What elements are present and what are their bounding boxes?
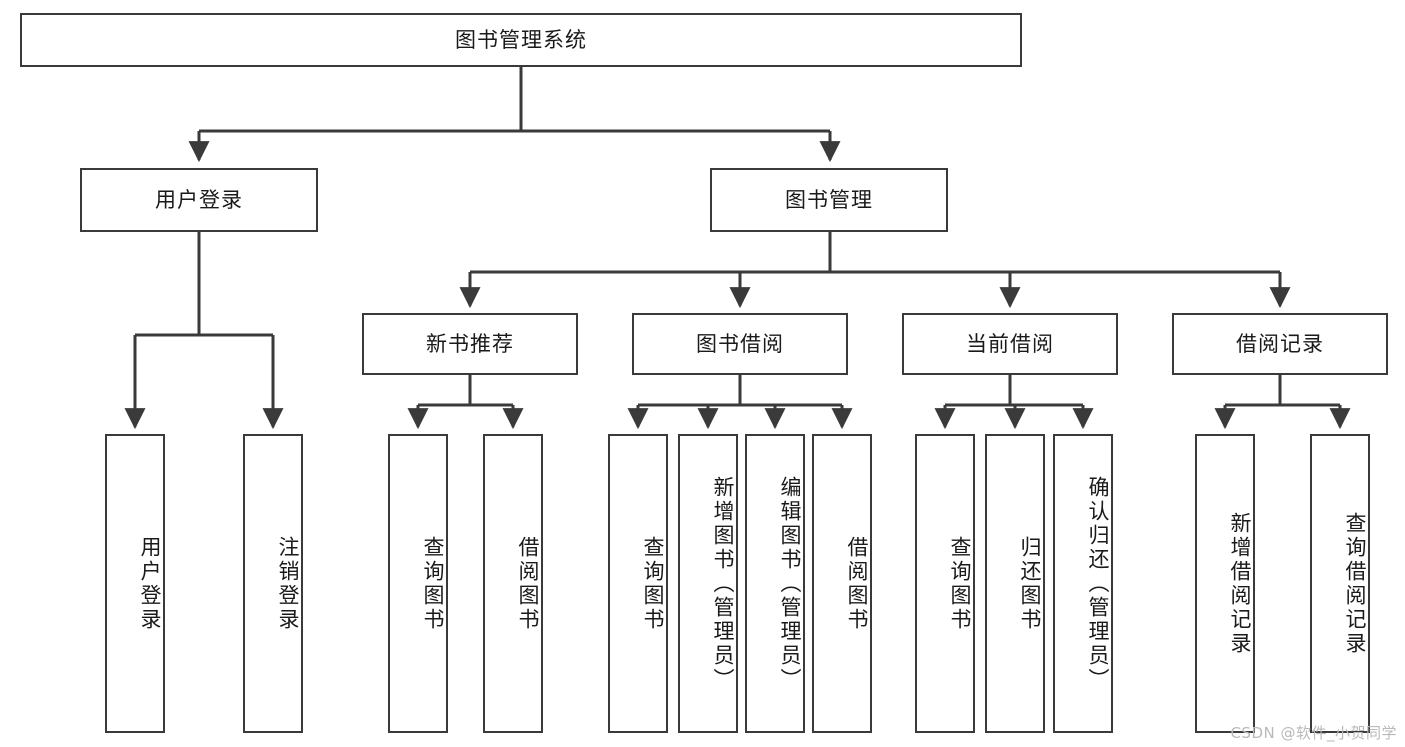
node-root-system[interactable]: 图书管理系统 — [20, 13, 1022, 67]
leaf-current-return-book[interactable]: 归还图书 — [985, 434, 1045, 733]
node-book-management[interactable]: 图书管理 — [710, 168, 948, 232]
leaf-record-query[interactable]: 查询借阅记录 — [1310, 434, 1370, 733]
node-borrow-record[interactable]: 借阅记录 — [1172, 313, 1388, 375]
leaf-borrow-edit-book[interactable]: 编辑图书（管理员） — [745, 434, 805, 733]
node-label: 图书借阅 — [696, 331, 784, 356]
node-label: 确认归还（管理员） — [1086, 475, 1110, 692]
node-book-borrow[interactable]: 图书借阅 — [632, 313, 848, 375]
leaf-new-book-query[interactable]: 查询图书 — [388, 434, 448, 733]
node-label: 查询图书 — [948, 535, 972, 632]
node-label: 查询借阅记录 — [1343, 511, 1367, 656]
leaf-current-confirm-return[interactable]: 确认归还（管理员） — [1053, 434, 1113, 733]
node-label: 归还图书 — [1018, 535, 1042, 632]
node-label: 图书管理系统 — [455, 27, 587, 52]
node-label: 注销登录 — [276, 535, 300, 632]
node-label: 编辑图书（管理员） — [778, 475, 802, 692]
node-label: 借阅图书 — [516, 535, 540, 632]
node-label: 借阅记录 — [1236, 331, 1324, 356]
node-label: 新书推荐 — [426, 331, 514, 356]
node-label: 用户登录 — [155, 187, 243, 212]
node-label: 查询图书 — [421, 535, 445, 632]
leaf-borrow-borrow-book[interactable]: 借阅图书 — [812, 434, 872, 733]
leaf-record-add[interactable]: 新增借阅记录 — [1195, 434, 1255, 733]
node-label: 新增图书（管理员） — [711, 475, 735, 692]
node-label: 查询图书 — [641, 535, 665, 632]
node-label: 新增借阅记录 — [1228, 511, 1252, 656]
node-user-login[interactable]: 用户登录 — [80, 168, 318, 232]
leaf-new-book-borrow[interactable]: 借阅图书 — [483, 434, 543, 733]
leaf-logout[interactable]: 注销登录 — [243, 434, 303, 733]
leaf-user-login[interactable]: 用户登录 — [105, 434, 165, 733]
leaf-current-query-book[interactable]: 查询图书 — [915, 434, 975, 733]
node-label: 图书管理 — [785, 187, 873, 212]
node-new-book-recommend[interactable]: 新书推荐 — [362, 313, 578, 375]
node-label: 当前借阅 — [966, 331, 1054, 356]
leaf-borrow-add-book[interactable]: 新增图书（管理员） — [678, 434, 738, 733]
node-label: 借阅图书 — [845, 535, 869, 632]
node-label: 用户登录 — [138, 535, 162, 632]
leaf-borrow-query-book[interactable]: 查询图书 — [608, 434, 668, 733]
node-current-borrow[interactable]: 当前借阅 — [902, 313, 1118, 375]
